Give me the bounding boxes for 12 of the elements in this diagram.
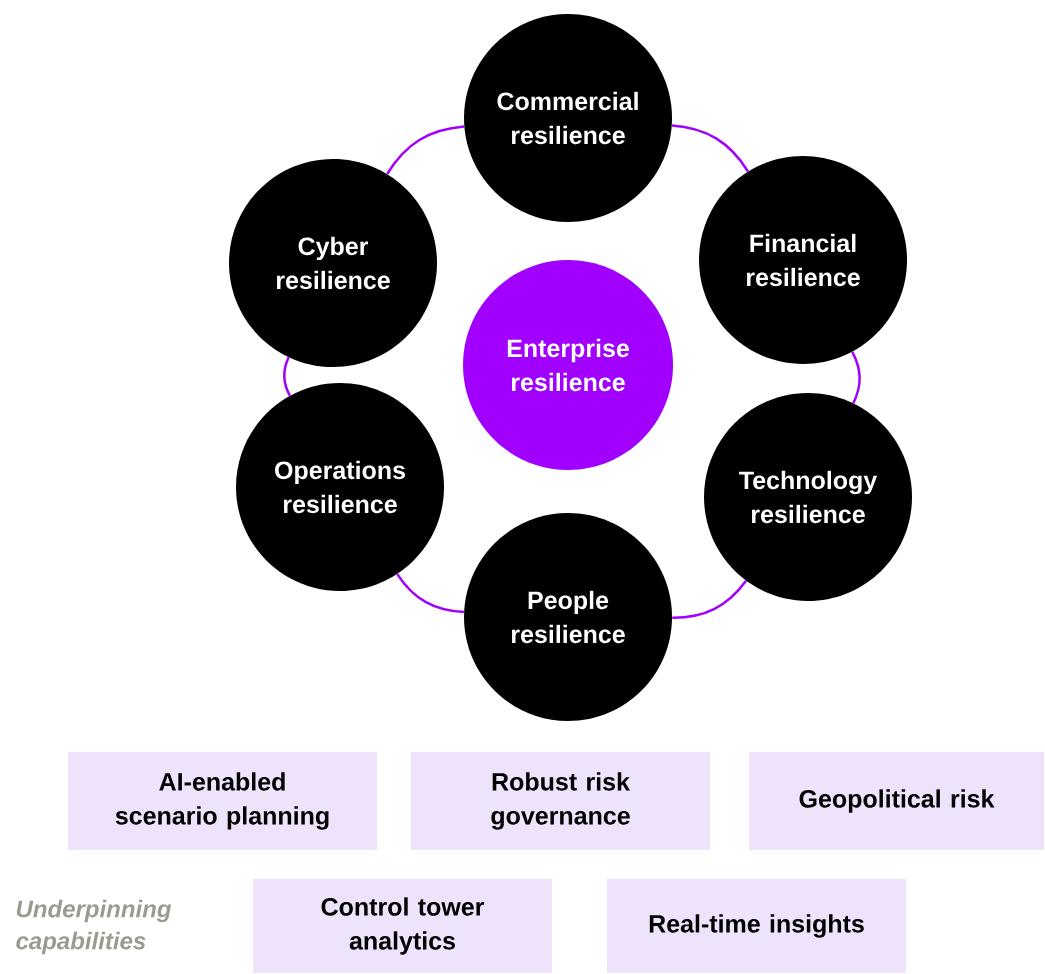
- ring-arc: [282, 356, 291, 397]
- side-note: Underpinning capabilities: [16, 899, 172, 955]
- ring-arc: [386, 125, 465, 175]
- ring-arc: [396, 573, 465, 614]
- capability-box: Geopolitical risk: [749, 752, 1044, 850]
- capability-box: Real-time insights: [607, 879, 906, 973]
- capability-box: Control tower analytics: [253, 879, 552, 973]
- ring-arc: [672, 580, 748, 620]
- capability-box: AI-enabled scenario planning: [68, 752, 377, 850]
- capability-box: Robust risk governance: [411, 752, 710, 850]
- ring-arc: [671, 124, 750, 173]
- ring-arc: [851, 351, 861, 404]
